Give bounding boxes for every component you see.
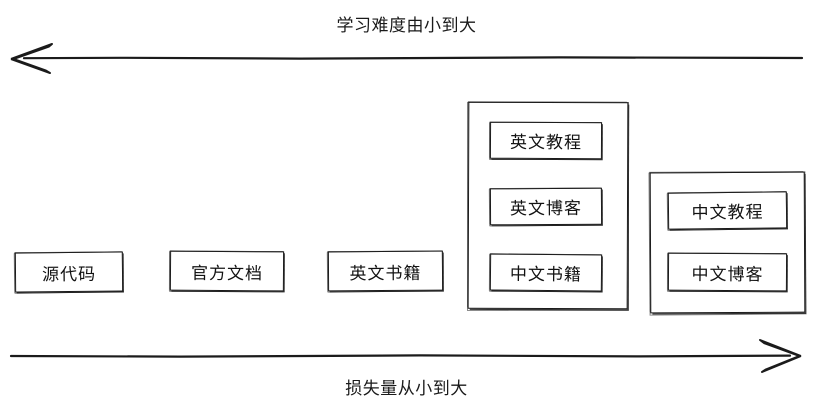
- node-label: 官方文档: [190, 263, 264, 284]
- bottom-axis-arrow: [9, 339, 802, 373]
- node-label: 英文博客: [509, 198, 583, 220]
- node-chinese-books[interactable]: 中文书籍: [489, 253, 603, 292]
- node-english-books[interactable]: 英文书籍: [327, 250, 444, 292]
- node-label: 源代码: [41, 264, 97, 285]
- node-chinese-tutorials[interactable]: 中文教程: [667, 191, 788, 230]
- node-label: 中文教程: [691, 202, 764, 224]
- node-label: 中文书籍: [509, 264, 583, 286]
- node-english-blogs[interactable]: 英文博客: [489, 187, 603, 226]
- node-label: 中文博客: [691, 264, 764, 285]
- node-english-tutorials[interactable]: 英文教程: [489, 121, 603, 160]
- node-label: 英文书籍: [349, 263, 422, 284]
- top-axis-arrow: [10, 43, 804, 74]
- node-chinese-blogs[interactable]: 中文博客: [667, 252, 788, 292]
- node-official-docs[interactable]: 官方文档: [169, 250, 285, 292]
- node-source-code[interactable]: 源代码: [14, 251, 124, 293]
- top-axis-label: 学习难度由小到大: [336, 16, 477, 36]
- node-label: 英文教程: [509, 132, 583, 154]
- bottom-axis-label: 损失量从小到大: [345, 379, 468, 399]
